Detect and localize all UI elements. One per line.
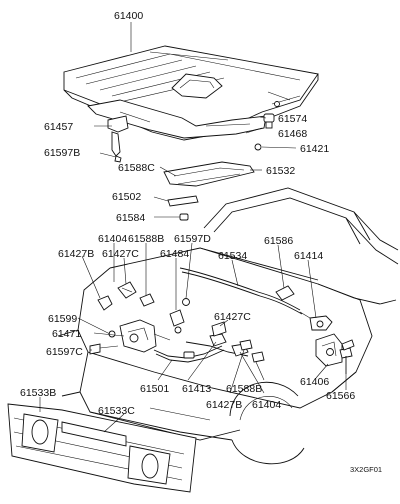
label-61599: 61599 xyxy=(48,313,77,325)
label-61534: 61534 xyxy=(218,250,247,262)
label-61588b-bottom: 61588B xyxy=(226,383,262,395)
release-cable xyxy=(179,267,330,325)
label-61502: 61502 xyxy=(112,191,141,203)
hood-hinge xyxy=(107,115,129,163)
label-61597d: 61597D xyxy=(174,233,211,245)
label-61584: 61584 xyxy=(116,212,145,224)
label-61597b: 61597B xyxy=(44,147,80,159)
left-small-parts xyxy=(89,281,253,355)
hood-lock xyxy=(119,319,171,353)
label-61468: 61468 xyxy=(278,128,307,140)
label-61533b: 61533B xyxy=(20,387,56,399)
label-61427b-left: 61427B xyxy=(58,248,94,260)
label-61532: 61532 xyxy=(266,165,295,177)
leader-lines xyxy=(39,22,347,433)
label-61501: 61501 xyxy=(140,383,169,395)
label-61427c-left: 61427C xyxy=(102,248,139,260)
label-61404-top: 61404 xyxy=(98,233,127,245)
label-61413: 61413 xyxy=(182,383,211,395)
label-61586: 61586 xyxy=(264,235,293,247)
vehicle-body xyxy=(57,187,399,465)
label-61597c: 61597C xyxy=(46,346,83,358)
label-61566: 61566 xyxy=(326,390,355,402)
label-61457: 61457 xyxy=(44,121,73,133)
label-61406: 61406 xyxy=(300,376,329,388)
label-61427c-right: 61427C xyxy=(214,311,251,323)
label-61400: 61400 xyxy=(114,10,143,22)
part-labels: 61400 61574 61457 61468 61597B 61421 615… xyxy=(20,10,382,474)
radiator-grille xyxy=(7,403,197,493)
label-61484: 61484 xyxy=(160,248,189,260)
label-61427b-bottom: 61427B xyxy=(206,399,242,411)
release-handle xyxy=(309,315,333,331)
label-61533c: 61533C xyxy=(98,405,135,417)
label-61574: 61574 xyxy=(278,113,307,125)
label-61588c: 61588C xyxy=(118,162,155,174)
label-61414: 61414 xyxy=(294,250,323,262)
label-61421: 61421 xyxy=(300,143,329,155)
hood-strip xyxy=(167,195,199,221)
hood-seal xyxy=(163,161,255,187)
secondary-latch xyxy=(315,333,355,374)
diagram-code: 3X2GF01 xyxy=(350,465,382,474)
cable-grommet xyxy=(275,285,295,301)
hood-support-rod xyxy=(153,345,225,363)
hood-bumper-parts xyxy=(254,113,275,151)
label-61471: 61471 xyxy=(52,328,81,340)
label-61588b-top: 61588B xyxy=(128,233,164,245)
label-61404-bottom: 61404 xyxy=(252,399,281,411)
